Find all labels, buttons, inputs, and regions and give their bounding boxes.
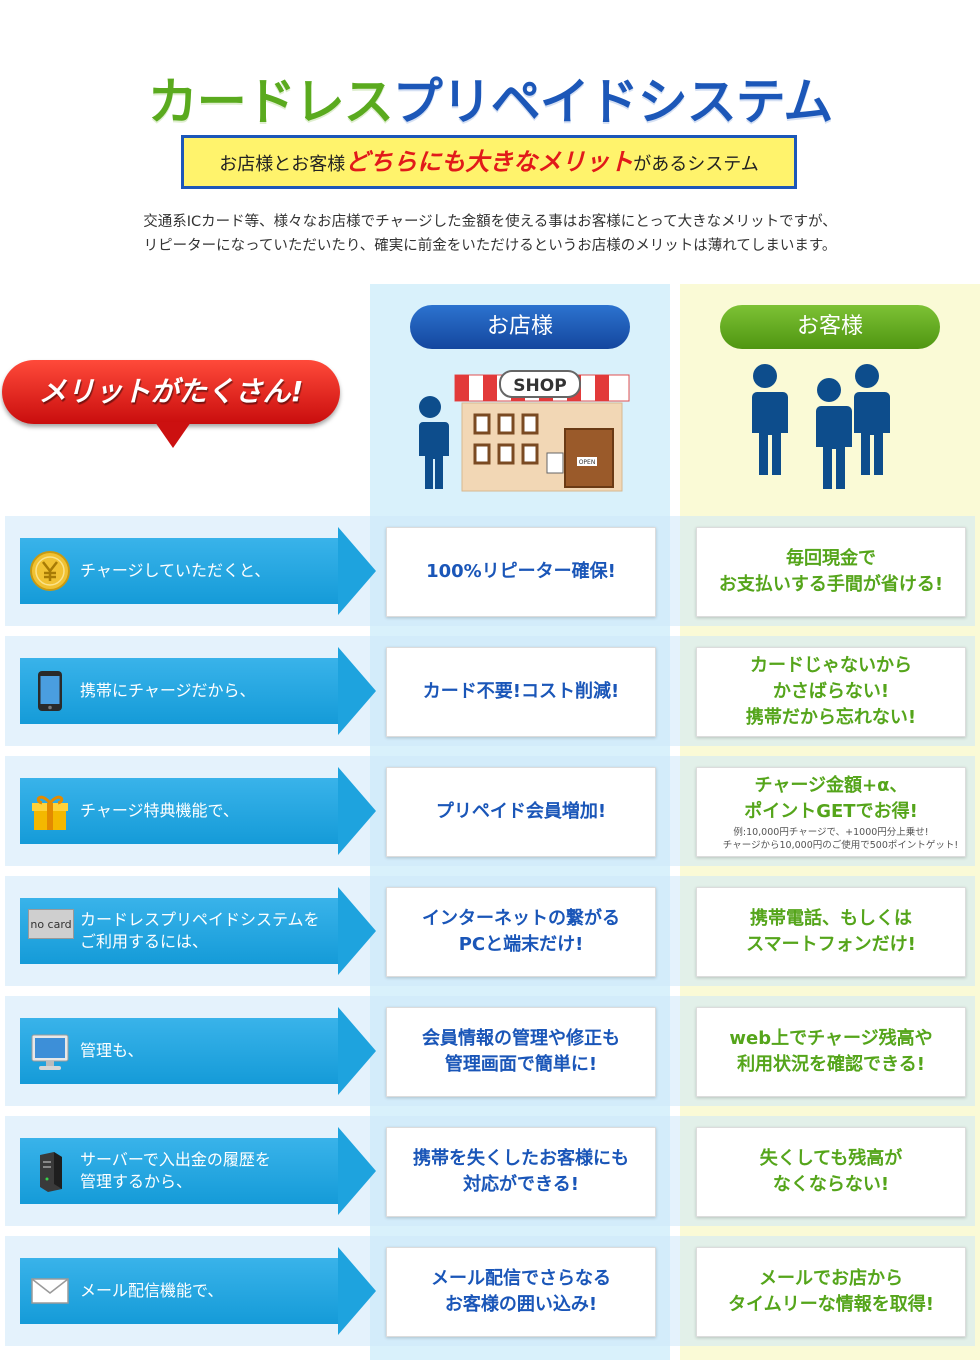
shop-column-header: お店様 — [410, 305, 630, 349]
shop-merit-box: インターネットの繋がる PCと端末だけ! — [386, 887, 656, 977]
customer-merit-text: メールでお店から タイムリーな情報を取得! — [728, 1268, 934, 1315]
shop-merit-box: 携帯を失くしたお客様にも 対応ができる! — [386, 1127, 656, 1217]
row-arrow — [20, 778, 338, 844]
row-label: サーバーで入出金の履歴を 管理するから、 — [80, 1150, 271, 1191]
row-arrow-head — [338, 1127, 376, 1215]
title-blue-part: プリペイドシステム — [392, 73, 833, 131]
person-icon — [415, 396, 449, 489]
intro-text: 交通系ICカード等、様々なお店様でチャージした金額を使える事はお客様にとって大き… — [0, 210, 980, 258]
row-label: チャージ特典機能で、 — [80, 801, 239, 820]
row-label: 携帯にチャージだから、 — [80, 681, 256, 700]
customer-merit-box: web上でチャージ残高や 利用状況を確認できる! — [696, 1007, 966, 1097]
customer-merit-box: 毎回現金で お支払いする手間が省ける! — [696, 527, 966, 617]
monitor-icon — [28, 1029, 72, 1073]
shop-merit-text: プリペイド会員増加! — [435, 801, 607, 822]
server-icon — [28, 1149, 72, 1193]
page-title: カードレスプリペイドシステム — [0, 62, 980, 134]
row-label: カードレスプリペイドシステムを ご利用するには、 — [80, 910, 320, 951]
shop-building-icon: SHOP OPEN — [454, 370, 630, 492]
intro-line-2: リピーターになっていただいたり、確実に前金をいただけるというお店様のメリットは薄… — [143, 238, 837, 254]
shop-merit-box: 会員情報の管理や修正も 管理画面で簡単に! — [386, 1007, 656, 1097]
customer-column-header: お客様 — [720, 305, 940, 349]
row-arrow-head — [338, 887, 376, 975]
person-icon — [811, 378, 852, 489]
row-arrow-head — [338, 647, 376, 735]
customer-merit-text: 毎回現金で お支払いする手間が省ける! — [718, 548, 944, 595]
customer-merit-box: 失くしても残高が なくならない! — [696, 1127, 966, 1217]
customer-merit-box: カードじゃないから かさばらない! 携帯だから忘れない! — [696, 647, 966, 737]
shop-sign: SHOP — [513, 376, 566, 396]
row-arrow-head — [338, 1007, 376, 1095]
row-label: 管理も、 — [80, 1041, 144, 1060]
customer-merit-text: チャージ金額+α、 ポイントGETでお得! — [744, 774, 918, 822]
customer-merit-box: 携帯電話、もしくは スマートフォンだけ! — [696, 887, 966, 977]
smartphone-icon — [28, 669, 72, 713]
person-icon — [747, 364, 788, 475]
subtitle-post: があるシステム — [633, 154, 759, 175]
row-arrow-head — [338, 527, 376, 615]
customer-merit-text: web上でチャージ残高や 利用状況を確認できる! — [729, 1028, 933, 1075]
shop-merit-box: メール配信でさらなる お客様の囲い込み! — [386, 1247, 656, 1337]
person-icon — [849, 364, 890, 475]
shop-merit-box: プリペイド会員増加! — [386, 767, 656, 857]
intro-line-1: 交通系ICカード等、様々なお店様でチャージした金額を使える事はお客様にとって大き… — [143, 214, 837, 230]
shop-merit-text: メール配信でさらなる お客様の囲い込み! — [431, 1268, 611, 1315]
no-card-icon: no card — [28, 909, 74, 939]
shop-merit-box: 100%リピーター確保! — [386, 527, 656, 617]
customer-merit-text: 失くしても残高が なくならない! — [759, 1148, 903, 1195]
shop-merit-text: インターネットの繋がる PCと端末だけ! — [422, 908, 620, 955]
open-sign: OPEN — [579, 459, 596, 466]
customer-merit-text: カードじゃないから かさばらない! 携帯だから忘れない! — [745, 655, 917, 728]
customer-merit-box: チャージ金額+α、 ポイントGETでお得! 例:10,000円チャージで、+100… — [696, 767, 966, 857]
row-arrow — [20, 1138, 338, 1204]
title-green-part: カードレス — [147, 73, 394, 131]
shop-merit-text: 会員情報の管理や修正も 管理画面で簡単に! — [422, 1028, 620, 1075]
shop-owner-illustration: SHOP OPEN — [415, 370, 630, 492]
yen-coin-icon — [28, 549, 72, 593]
shop-merit-box: カード不要!コスト削減! — [386, 647, 656, 737]
shop-merit-text: カード不要!コスト削減! — [422, 681, 620, 702]
shop-merit-text: 100%リピーター確保! — [426, 561, 616, 582]
row-arrow-head — [338, 767, 376, 855]
subtitle-pre: お店様とお客様 — [219, 154, 346, 175]
customer-merit-note: 例:10,000円チャージで、+1000円分上乗せ! チャージから10,000円… — [722, 826, 959, 851]
row-arrow — [20, 658, 338, 724]
row-arrow — [20, 1258, 338, 1324]
row-arrow-head — [338, 1247, 376, 1335]
customer-merit-text: 携帯電話、もしくは スマートフォンだけ! — [746, 908, 916, 955]
row-arrow — [20, 1018, 338, 1084]
row-label: メール配信機能で、 — [80, 1281, 224, 1300]
merit-bubble-tail — [155, 422, 191, 448]
subtitle-highlight: どちらにも大きなメリット — [345, 148, 634, 176]
mail-envelope-icon — [28, 1269, 72, 1313]
subtitle-banner: お店様とお客様どちらにも大きなメリットがあるシステム — [181, 135, 797, 189]
merit-bubble: メリットがたくさん! — [2, 360, 340, 424]
customers-illustration — [747, 364, 890, 489]
row-label: チャージしていただくと、 — [80, 561, 271, 580]
row-arrow — [20, 538, 338, 604]
shop-merit-text: 携帯を失くしたお客様にも 対応ができる! — [413, 1148, 629, 1195]
customer-merit-box: メールでお店から タイムリーな情報を取得! — [696, 1247, 966, 1337]
gift-box-icon — [28, 789, 72, 833]
